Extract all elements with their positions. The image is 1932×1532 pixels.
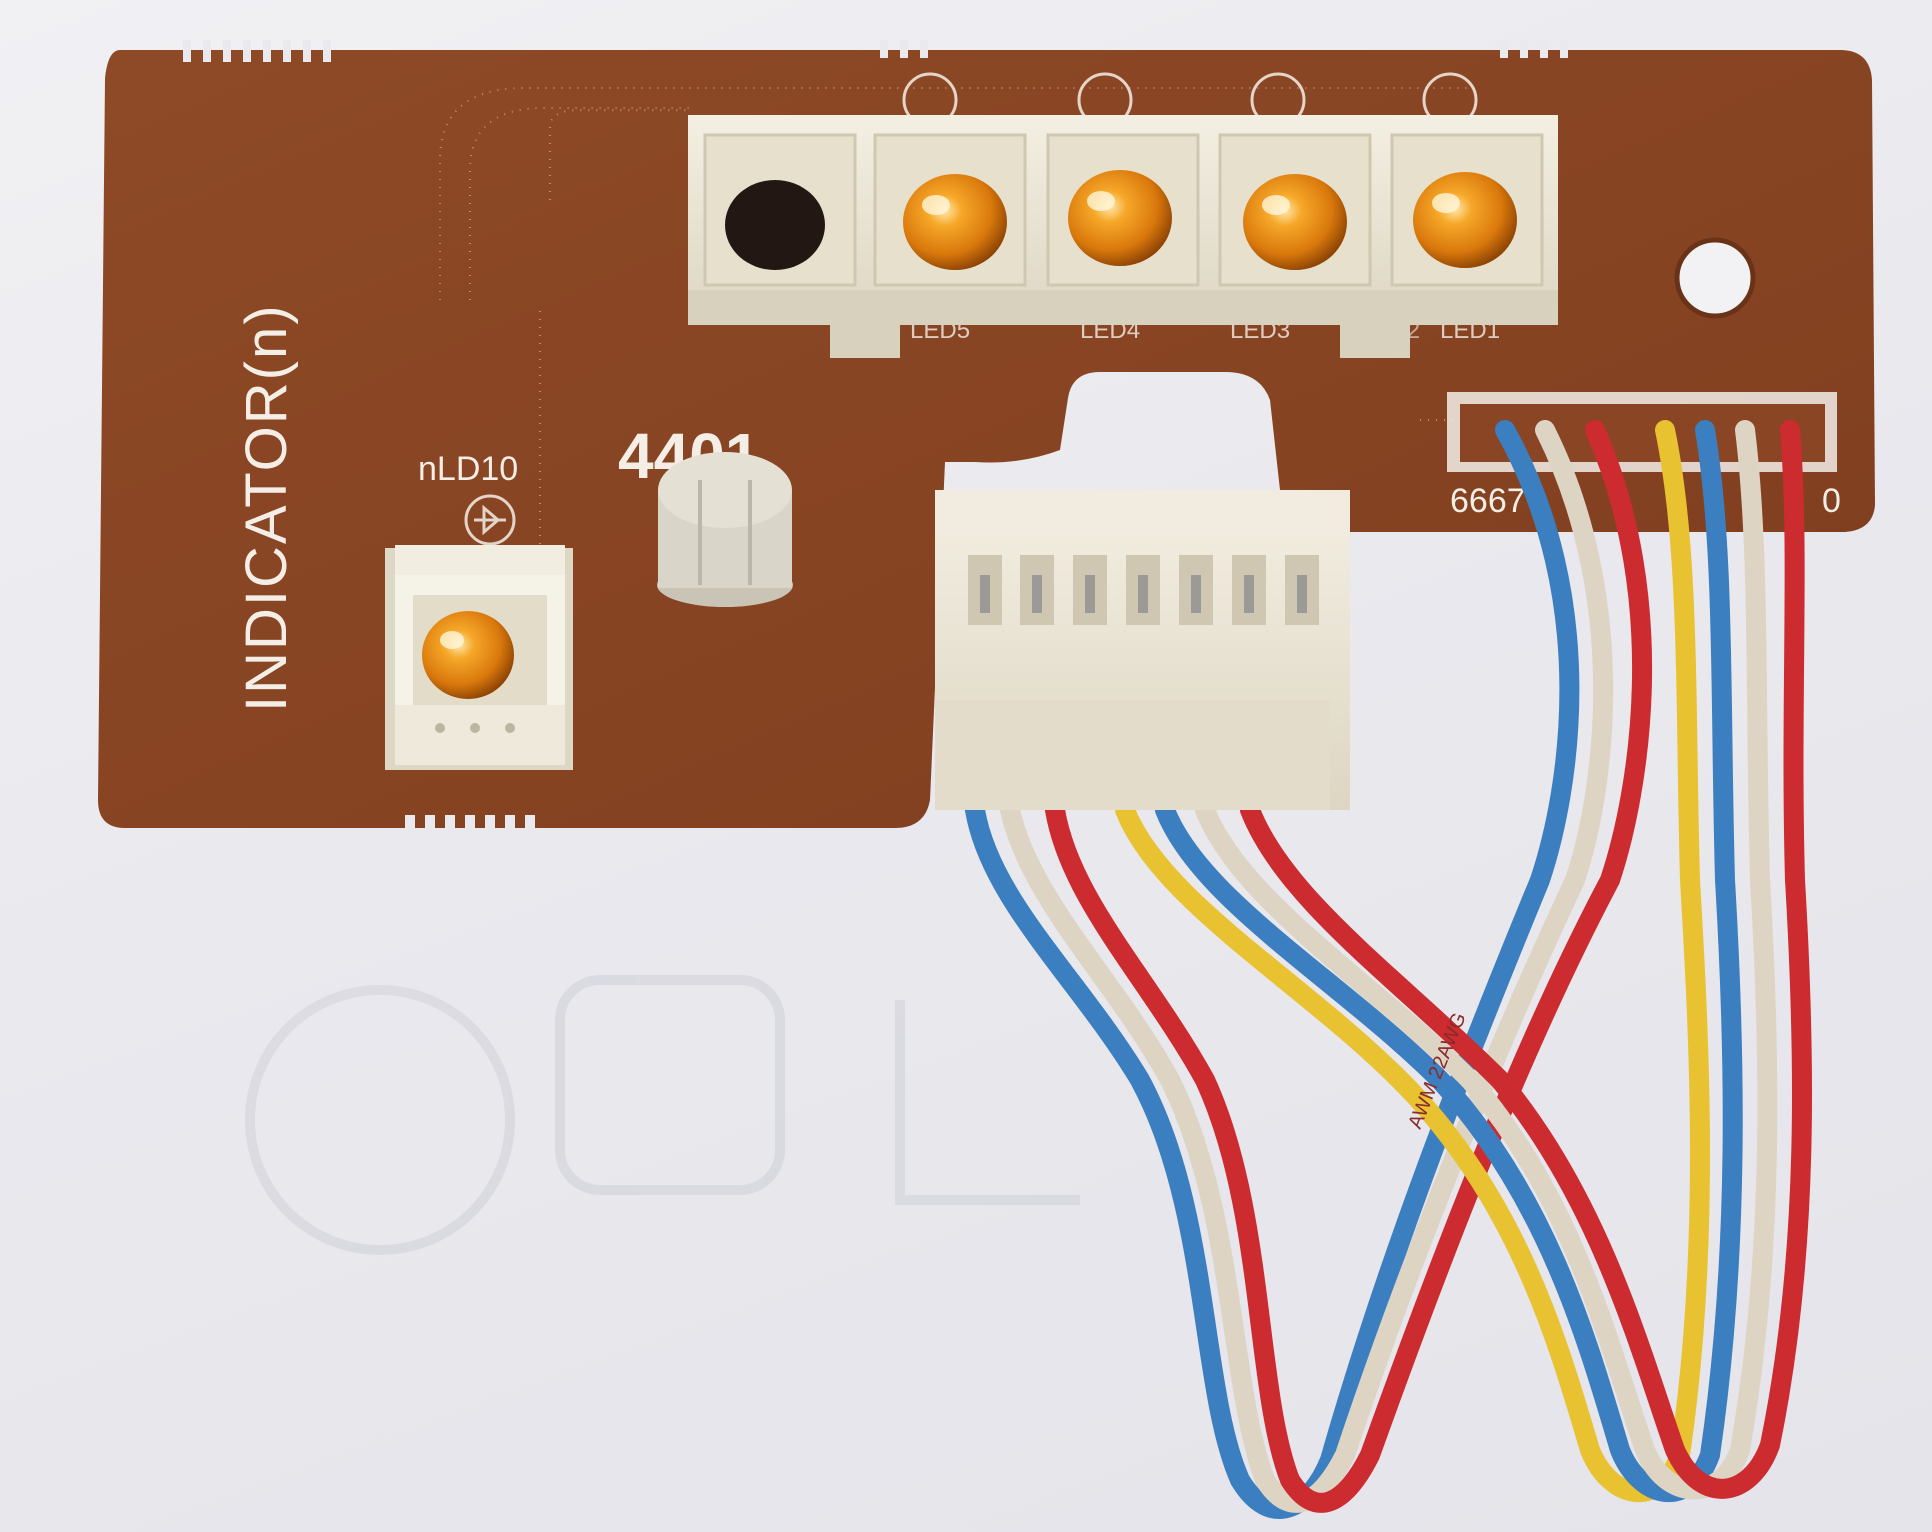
led-amber (1068, 170, 1172, 266)
empty-led-socket (725, 180, 825, 270)
connector-label-right: 0 (1822, 482, 1841, 520)
single-led-holder (385, 545, 573, 770)
background-print (245, 975, 1080, 1255)
wire-connector-plug (935, 490, 1350, 810)
wire-harness: AWM 22AWG (965, 420, 1813, 1519)
pcb-traces (439, 87, 1800, 560)
mounting-hole (1674, 237, 1756, 319)
board-edge-notches (183, 40, 1568, 837)
led-designator-label: nLD10 (418, 450, 518, 488)
led-amber (1413, 172, 1517, 268)
diode-symbol-icon (464, 494, 516, 546)
indicator-label: INDICATOR(n) (234, 303, 299, 712)
led-amber (1243, 174, 1347, 270)
led-header (688, 115, 1558, 358)
light-pipe-post (657, 452, 793, 607)
led-amber (422, 611, 514, 699)
connector-label-left: 6667 (1450, 482, 1526, 520)
led-amber (903, 174, 1007, 270)
